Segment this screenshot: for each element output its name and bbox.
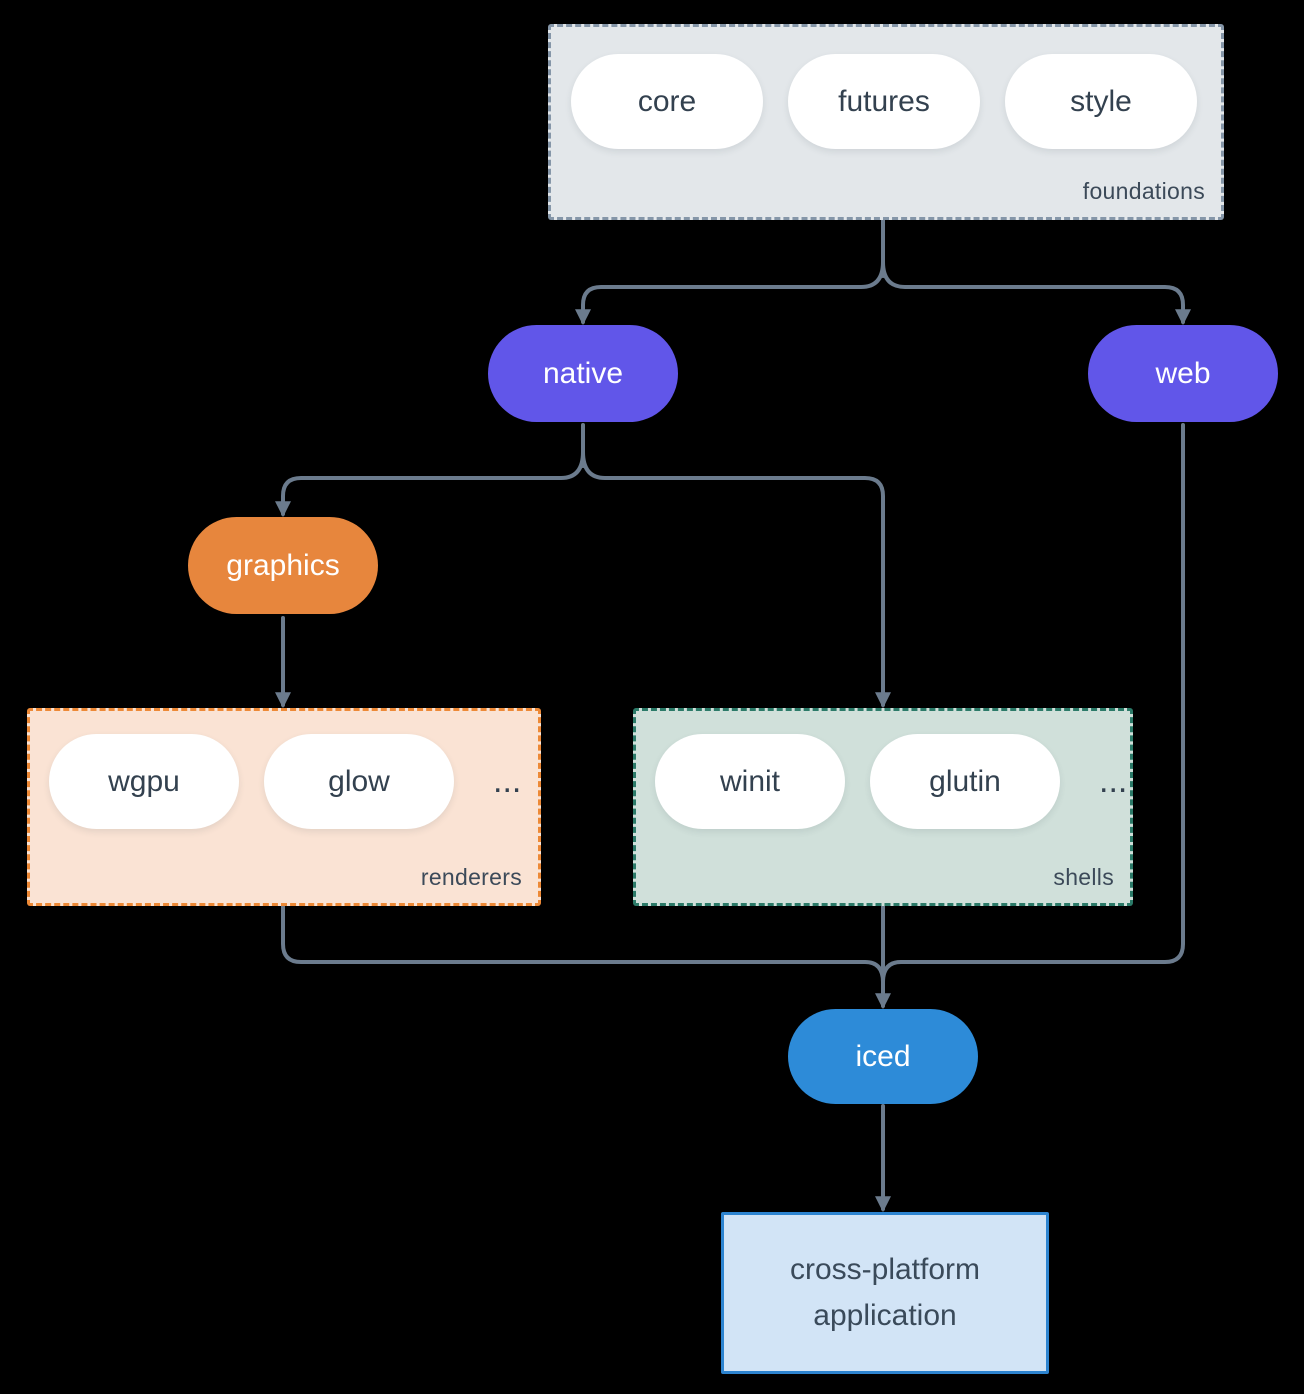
edge-renderers-merge: [281, 898, 885, 984]
node-style: style: [1005, 54, 1197, 149]
foundations-group: core futures style foundations: [548, 24, 1224, 220]
node-glow: glow: [264, 734, 454, 829]
app-label-line2: application: [813, 1299, 957, 1332]
edge-web-merge: [881, 423, 1185, 984]
node-futures: futures: [788, 54, 980, 149]
app-label-line1: cross-platform: [789, 1253, 981, 1286]
node-graphics: graphics: [188, 517, 378, 614]
foundations-label: foundations: [1082, 178, 1205, 204]
node-web: web: [1088, 325, 1278, 422]
node-cross-platform-application: cross-platform application: [721, 1212, 1049, 1374]
edge-foundations-native: [575, 260, 885, 326]
shells-pill-row: winit glutin ...: [636, 711, 1130, 829]
node-wgpu: wgpu: [49, 734, 239, 829]
shells-label: shells: [1053, 864, 1114, 890]
shells-ellipsis: ...: [1099, 762, 1128, 800]
renderers-label: renderers: [420, 864, 522, 890]
edge-native-shells: [581, 450, 891, 709]
shells-group: winit glutin ... shells: [633, 708, 1133, 906]
node-winit: winit: [655, 734, 845, 829]
edge-native-graphics: [275, 450, 585, 518]
node-native: native: [488, 325, 678, 422]
foundations-pill-row: core futures style: [551, 27, 1221, 149]
node-core: core: [571, 54, 763, 149]
renderers-group: wgpu glow ... renderers: [27, 708, 541, 906]
renderers-pill-row: wgpu glow ...: [30, 711, 538, 829]
node-iced: iced: [788, 1009, 978, 1104]
node-glutin: glutin: [870, 734, 1060, 829]
edge-foundations-web: [881, 260, 1191, 326]
renderers-ellipsis: ...: [493, 762, 522, 800]
